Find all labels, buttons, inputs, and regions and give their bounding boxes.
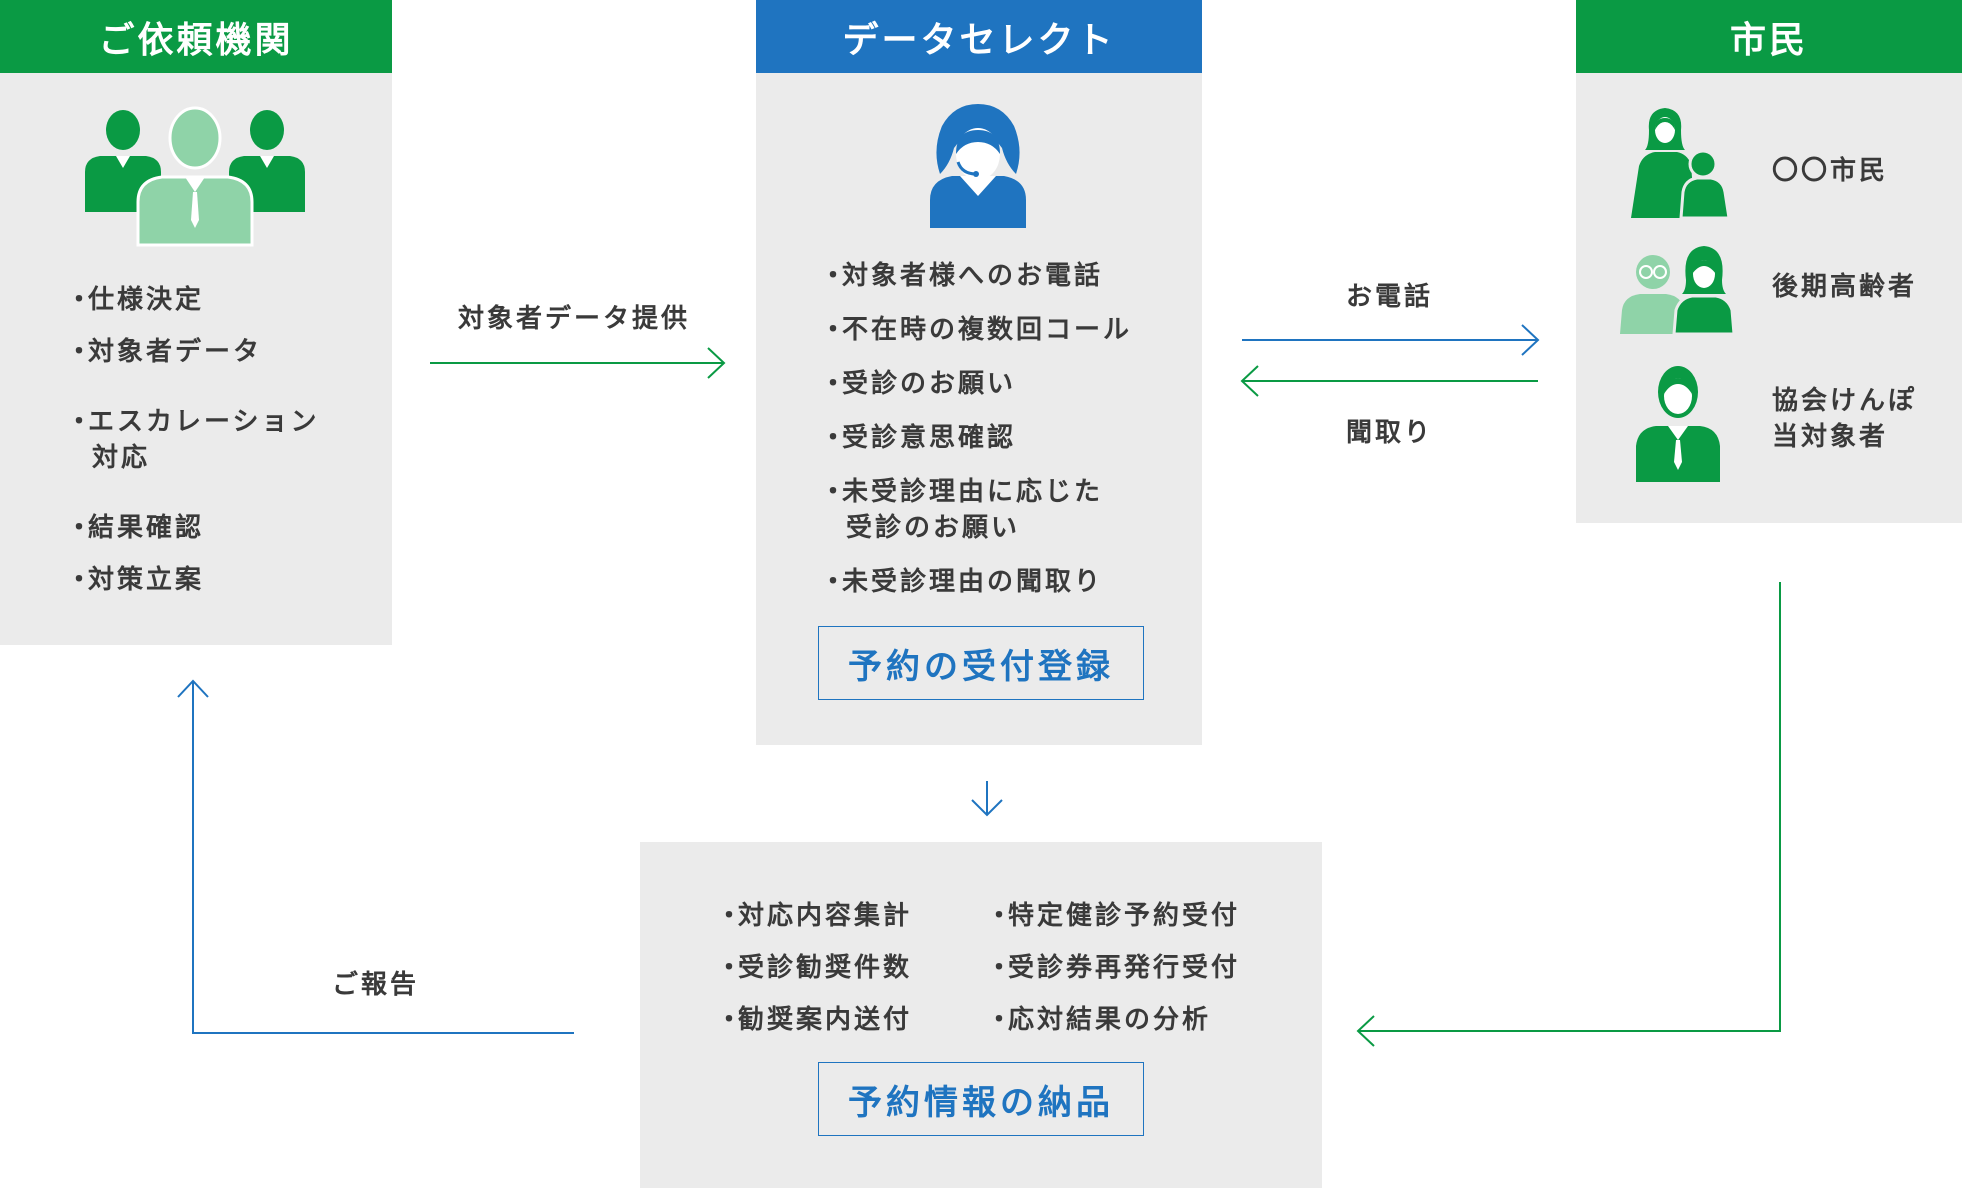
citizen-title: 市民 (1576, 0, 1962, 73)
citizen-person-1: 〇〇市民 (1772, 156, 1889, 186)
delivery-item-4: ・特定健診予約受付 (986, 901, 1241, 931)
hearing-label: 聞取り (1346, 418, 1434, 448)
citizen-return-arrow (1356, 582, 1781, 1047)
hearing-arrow (1240, 365, 1538, 397)
dataselect-item-1: ・対象者様へのお電話 (820, 261, 1104, 291)
client-item-3: ・エスカレーション (66, 407, 320, 437)
mother-child-icon (1631, 108, 1731, 218)
dataselect-item-6: ・未受診理由の聞取り (820, 567, 1104, 597)
delivery-item-5: ・受診券再発行受付 (986, 953, 1241, 983)
client-title: ご依頼機関 (0, 0, 392, 73)
delivery-item-2: ・受診勧奨件数 (716, 953, 913, 983)
reservation-registration-box: 予約の受付登録 (818, 626, 1144, 700)
dataselect-item-3: ・受診のお願い (820, 369, 1017, 399)
call-arrow (1242, 324, 1540, 356)
provide-label: 対象者データ提供 (458, 304, 691, 334)
businessman-icon (1636, 366, 1720, 482)
report-label: ご報告 (332, 970, 420, 1000)
provide-arrow (430, 347, 726, 379)
down-arrow (971, 781, 1003, 817)
delivery-item-1: ・対応内容集計 (716, 901, 913, 931)
dataselect-item-5: ・未受診理由に応じた (820, 477, 1104, 507)
dataselect-item-2: ・不在時の複数回コール (820, 315, 1133, 345)
citizen-person-3: 協会けんぽ (1772, 386, 1918, 416)
client-item-1: ・仕様決定 (66, 285, 205, 315)
dataselect-item-4: ・受診意思確認 (820, 423, 1017, 453)
elderly-couple-icon (1620, 246, 1736, 334)
report-arrow (177, 679, 574, 1034)
delivery-item-6: ・応対結果の分析 (986, 1005, 1212, 1035)
dataselect-item-5-cont: 受診のお願い (846, 513, 1021, 543)
citizen-person-3-cont: 当対象者 (1772, 422, 1889, 452)
reservation-delivery-box: 予約情報の納品 (818, 1062, 1144, 1136)
client-item-5: ・対策立案 (66, 565, 205, 595)
call-label: お電話 (1346, 282, 1434, 312)
dataselect-title: データセレクト (756, 0, 1202, 73)
delivery-item-3: ・勧奨案内送付 (716, 1005, 913, 1035)
client-item-4: ・結果確認 (66, 513, 205, 543)
client-item-2: ・対象者データ (66, 337, 263, 367)
operator-icon (930, 104, 1026, 228)
citizen-person-2: 後期高齢者 (1772, 272, 1918, 302)
client-item-3-cont: 対応 (92, 443, 151, 473)
businessmen-icon (85, 106, 305, 247)
